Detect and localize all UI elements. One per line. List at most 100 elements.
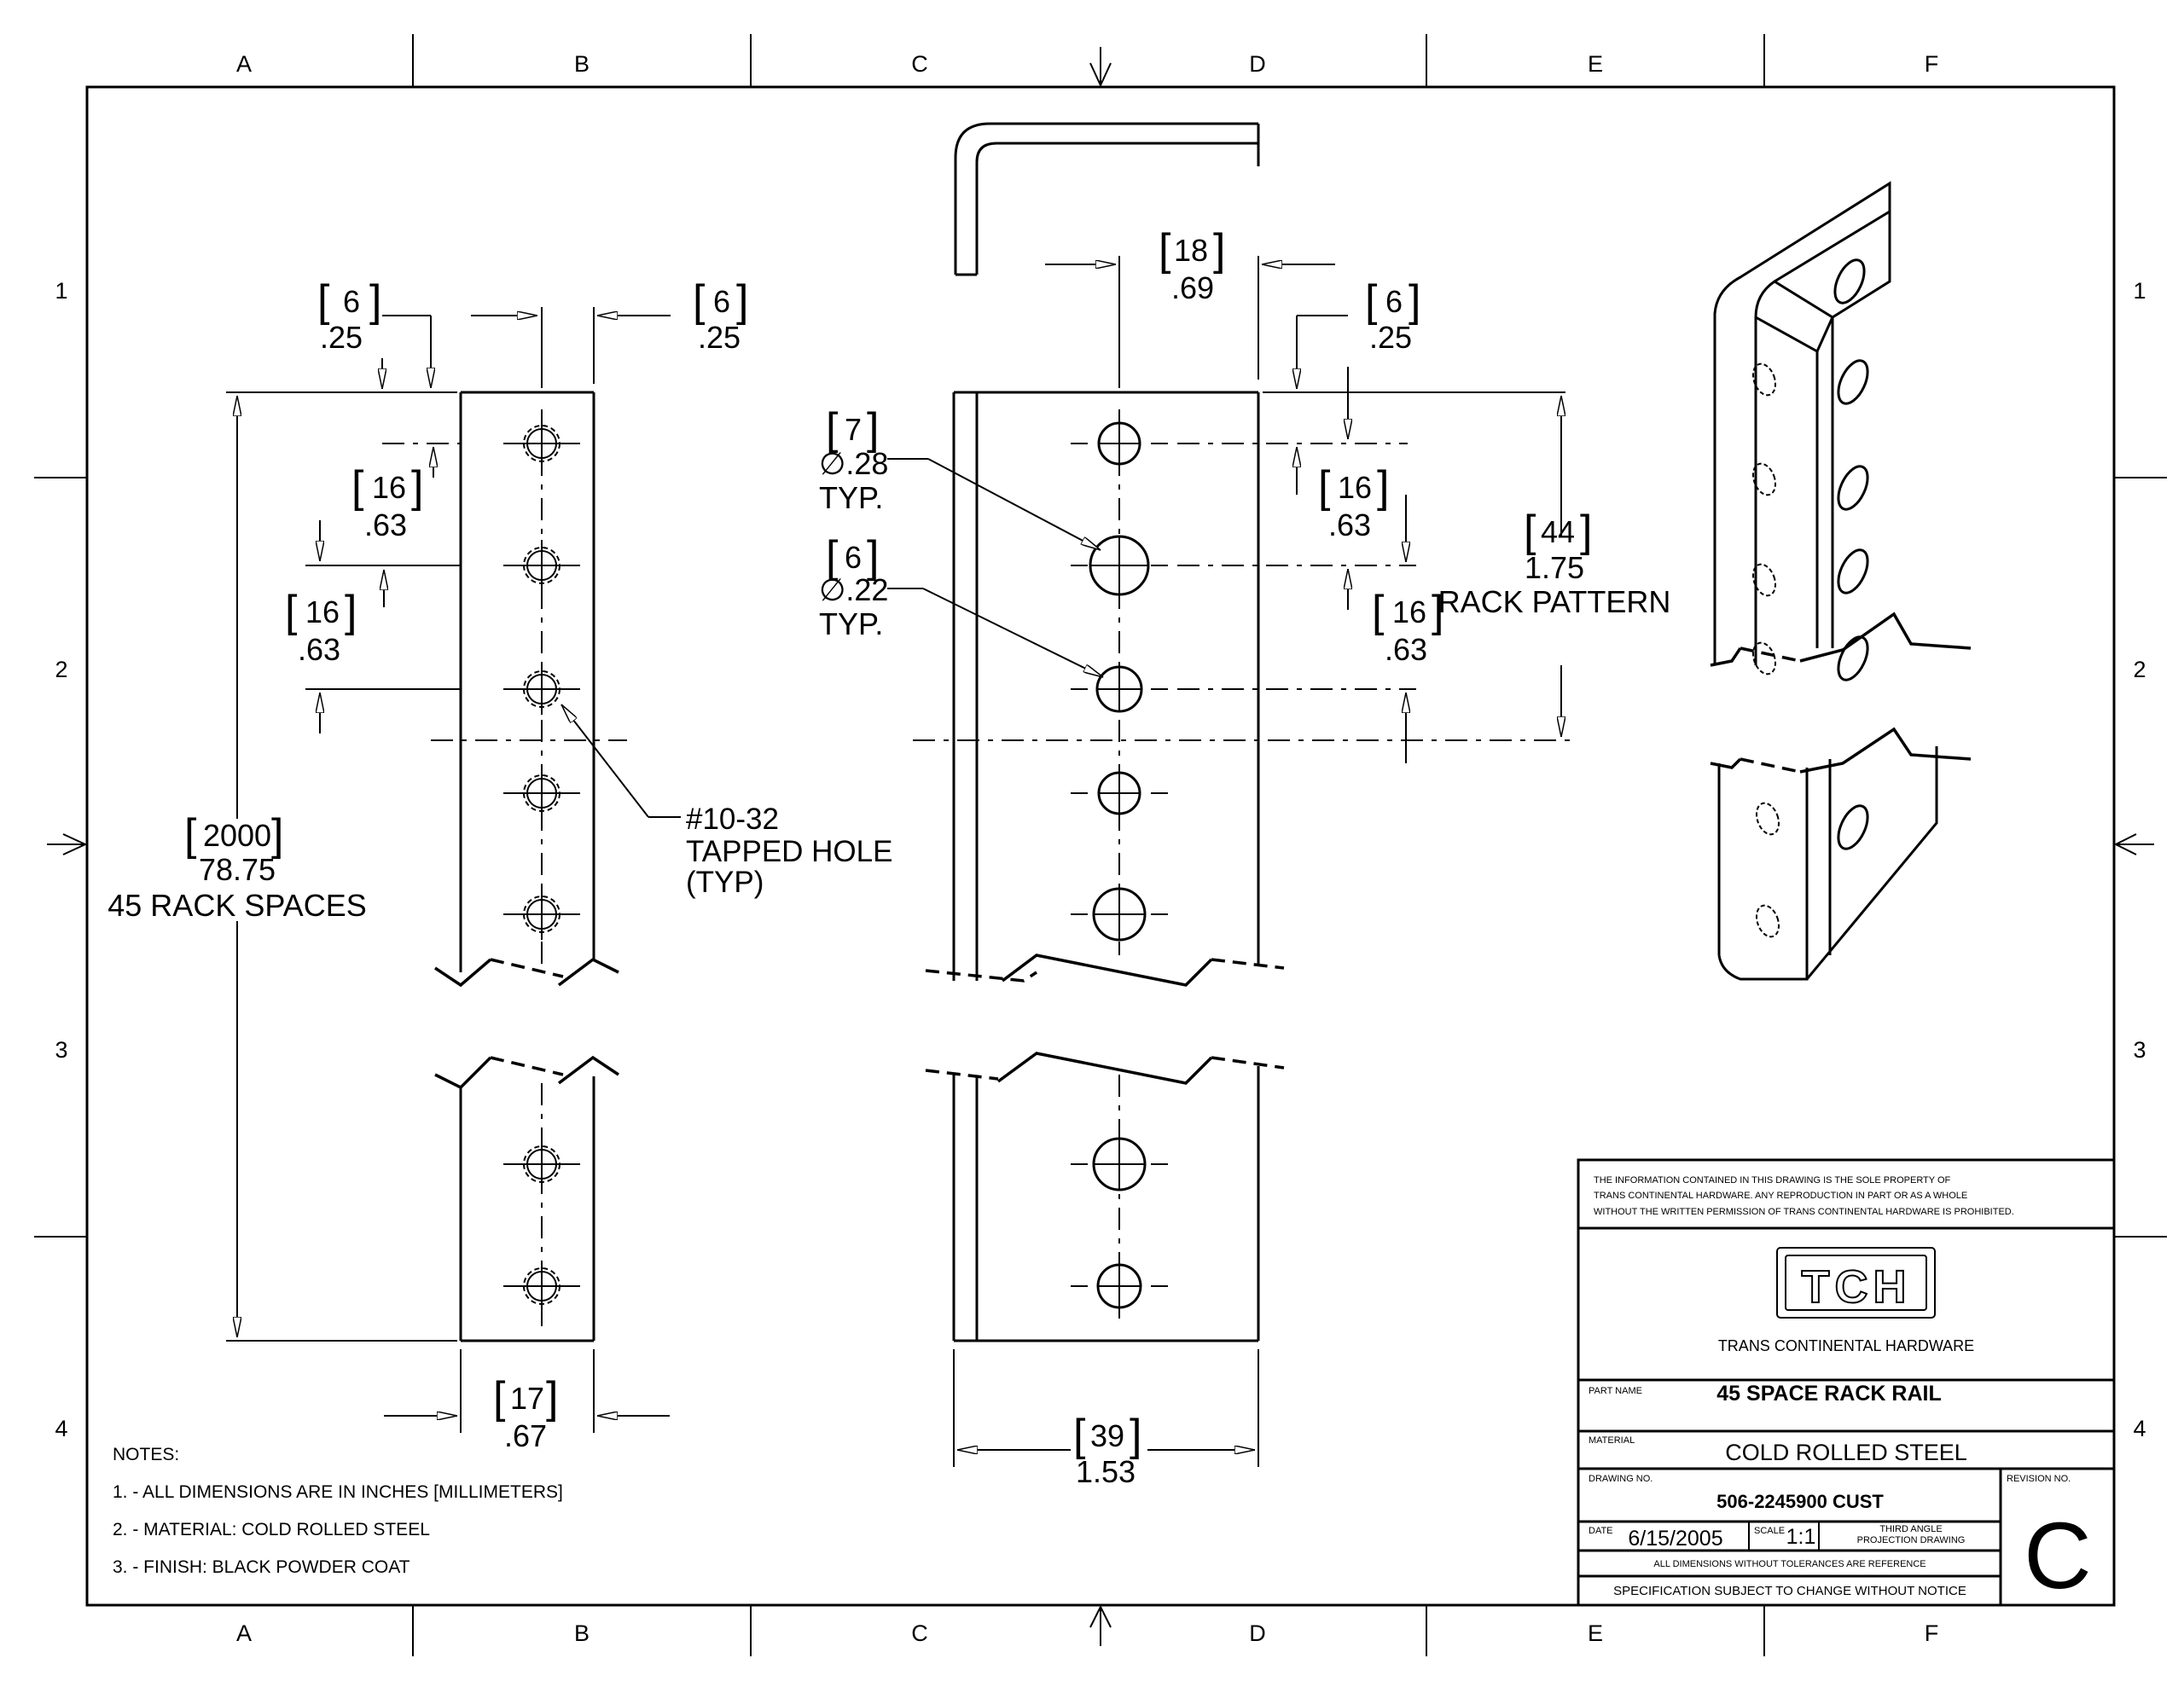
bracket-close: ] — [867, 532, 879, 582]
clearance-hole — [1071, 771, 1168, 815]
bracket-close: ] — [1580, 507, 1592, 556]
proprietary-notice: THE INFORMATION CONTAINED IN THIS DRAWIN… — [1594, 1175, 1951, 1186]
bracket-close: ] — [369, 276, 381, 326]
note-item: 3. - FINISH: BLACK POWDER COAT — [113, 1557, 410, 1577]
dim-pitch-1-inch: .63 — [1328, 507, 1371, 542]
zone-col-top: B — [574, 51, 590, 77]
proprietary-notice: WITHOUT THE WRITTEN PERMISSION OF TRANS … — [1594, 1207, 2014, 1217]
hole-a-typ: TYP. — [819, 480, 883, 515]
front-view — [431, 391, 627, 1342]
iso-tapped-hole — [1755, 802, 1780, 836]
dim-top-mm: 18 — [1174, 233, 1208, 268]
zone-row-right: 2 — [2133, 657, 2146, 682]
zone-row-right: 3 — [2133, 1037, 2146, 1063]
dim-rack-pattern-label: RACK PATTERN — [1438, 584, 1671, 619]
zone-row-left: 3 — [55, 1037, 67, 1063]
scale-value: 1:1 — [1786, 1525, 1816, 1549]
iso-tapped-hole — [1751, 462, 1777, 496]
hole-a-mm: 7 — [845, 412, 862, 447]
notes-heading: NOTES: — [113, 1445, 179, 1464]
dim-pitch-2-mm: 16 — [305, 594, 340, 629]
hole-a-diameter: ∅.28 — [819, 446, 888, 481]
callout-hole-type: TAPPED HOLE — [686, 835, 892, 868]
drawing-no: 506-2245900 CUST — [1716, 1491, 1884, 1512]
bracket-close: ] — [1432, 587, 1443, 636]
bracket-open: [ — [1159, 225, 1171, 275]
clearance-hole — [1071, 1263, 1168, 1309]
note-item: 1. - ALL DIMENSIONS ARE IN INCHES [MILLI… — [113, 1482, 563, 1502]
zone-col-bottom: F — [1925, 1620, 1939, 1646]
part-name: 45 SPACE RACK RAIL — [1716, 1382, 1941, 1406]
dim-width-inch: .67 — [504, 1418, 547, 1453]
clearance-hole — [1071, 665, 1168, 713]
dim-right-offset-inch: .25 — [1369, 320, 1412, 355]
iso-tapped-hole — [1755, 904, 1780, 938]
zone-row-left: 4 — [55, 1416, 67, 1441]
zone-col-bottom: B — [574, 1620, 590, 1646]
dim-rack-pattern-inch: 1.75 — [1525, 550, 1584, 585]
note-item: 2. - MATERIAL: COLD ROLLED STEEL — [113, 1520, 430, 1539]
dim-rack-pattern-mm: 44 — [1541, 514, 1575, 549]
projection-note: THIRD ANGLE — [1879, 1524, 1942, 1534]
part-name-label: PART NAME — [1589, 1386, 1642, 1396]
zone-row-right: 1 — [2133, 278, 2146, 304]
tapped-hole — [503, 1139, 580, 1190]
side-view-dimensions — [887, 256, 1565, 1467]
bracket-close: ] — [1130, 1411, 1141, 1460]
notes: NOTES: 1. - ALL DIMENSIONS ARE IN INCHES… — [113, 1445, 563, 1577]
company-logo: TCH — [1776, 1247, 1936, 1319]
zone-col-bottom: A — [236, 1620, 252, 1646]
side-view-holes — [1071, 421, 1168, 1309]
bracket-open: [ — [285, 587, 298, 636]
bracket-open: [ — [693, 276, 706, 326]
dim-right-offset-mm: 6 — [1385, 284, 1403, 319]
hole-b-diameter: ∅.22 — [819, 572, 888, 607]
bracket-open: [ — [317, 276, 330, 326]
tapped-hole — [503, 418, 580, 469]
logo-text: TCH — [1802, 1261, 1912, 1313]
zone-col-bottom: D — [1249, 1620, 1266, 1646]
bracket-close: ] — [736, 276, 748, 326]
bracket-open: [ — [184, 810, 197, 860]
tapped-holes — [503, 418, 580, 1312]
dim-top-left-mm: 6 — [343, 284, 360, 319]
zone-row-left: 2 — [55, 657, 67, 682]
drawing-no-label: DRAWING NO. — [1589, 1474, 1653, 1484]
iso-clearance-hole — [1833, 258, 1866, 304]
zone-col-top: A — [236, 51, 252, 77]
bracket-open: [ — [826, 532, 839, 582]
bracket-open: [ — [1365, 276, 1378, 326]
side-view — [913, 122, 1570, 1342]
dim-pitch-1-mm: 16 — [1338, 470, 1372, 505]
front-view-dimensions — [226, 307, 681, 1433]
iso-clearance-hole — [1837, 635, 1869, 681]
company-name: TRANS CONTINENTAL HARDWARE — [1718, 1337, 1974, 1354]
bracket-open: [ — [1318, 462, 1331, 512]
dim-pitch-1-inch: .63 — [364, 507, 407, 542]
clearance-hole — [1071, 535, 1168, 596]
material-label: MATERIAL — [1589, 1435, 1635, 1446]
dim-pitch-1-mm: 16 — [372, 470, 406, 505]
bracket-close: ] — [867, 404, 879, 454]
dim-top-inch: .69 — [1171, 270, 1214, 305]
clearance-hole — [1071, 1137, 1168, 1191]
dim-pitch-2-inch: .63 — [298, 632, 340, 667]
bracket-open: [ — [826, 404, 839, 454]
callout-thread: #10-32 — [686, 803, 779, 836]
projection-note: PROJECTION DRAWING — [1857, 1535, 1966, 1545]
sheet-border — [34, 34, 2167, 1656]
revision-label: REVISION NO. — [2007, 1474, 2071, 1484]
zone-col-top: D — [1249, 51, 1266, 77]
zone-row-left: 1 — [55, 278, 67, 304]
dim-width-mm: 39 — [1090, 1418, 1124, 1453]
zone-col-top: C — [911, 51, 928, 77]
bracket-open: [ — [493, 1373, 506, 1423]
date-value: 6/15/2005 — [1628, 1527, 1722, 1551]
bracket-close: ] — [345, 587, 357, 636]
tapped-hole — [503, 664, 580, 715]
dim-width-inch: 1.53 — [1076, 1454, 1136, 1489]
zone-labels: A B C D E F A B C D E F 1 2 3 4 1 2 3 4 — [55, 51, 2146, 1646]
tapped-hole — [503, 1261, 580, 1312]
bracket-open: [ — [1372, 587, 1385, 636]
